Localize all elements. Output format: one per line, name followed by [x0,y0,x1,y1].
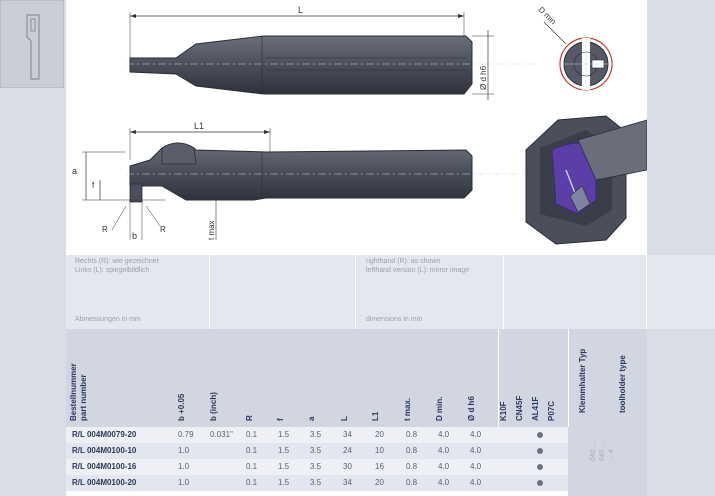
note-rotation-en2: lefthand version (L): mirror image [366,267,470,274]
cell-f: 1.5 [278,446,290,455]
cell-f: 1.5 [278,462,290,471]
cell-L1: 10 [375,446,384,455]
cell-b: 1.0 [178,446,190,455]
grade-divider-right [568,329,569,496]
header-R: R [245,415,254,421]
header-a: a [307,416,316,421]
holder-value-1: 640 ... [590,441,597,461]
cell-dh6: 4.0 [470,430,482,439]
cell-tmax: 0.8 [406,462,418,471]
cell-a: 3.5 [310,430,322,439]
header-grade-1: K10F [499,401,508,421]
cell-b: 1.0 [178,478,190,487]
cell-part: R/L 004M0100-16 [72,462,137,471]
header-grade-2: CN45F [515,395,524,421]
dim-a-label: a [72,166,77,176]
dim-dmin-label: D min [537,5,558,26]
header-grade-3: AL41F [531,396,540,421]
header-dh6: Ø d h6 [467,396,476,421]
cell-f: 1.5 [278,430,290,439]
cell-part: R/L 004M0100-20 [72,478,137,487]
cell-part: R/L 004M0079-20 [72,430,137,439]
dim-dh6-label: Ø d h6 [479,65,488,90]
holder-value-3: ... 4 [608,449,615,461]
dim-tmax-label: t max [207,220,216,240]
header-partnum-en: part number [79,374,88,421]
right-sidebar [647,0,715,496]
notes-cell-de [66,255,210,329]
cell-Dmin: 4.0 [438,430,450,439]
cell-f: 1.5 [278,478,290,487]
notes-cell-en [356,255,504,329]
cell-R: 0.1 [246,478,258,487]
cell-R: 0.1 [246,430,258,439]
cell-tmax: 0.8 [406,478,418,487]
dim-b-label: b [132,231,137,241]
grade-dot-icon [537,464,543,470]
header-holder-en: toolholder type [618,355,627,413]
dim-R2-label: R [160,225,166,234]
note-dimensions-en: dimensions in mm [366,316,423,323]
dim-L1-label: L1 [194,121,204,131]
cell-dh6: 4.0 [470,462,482,471]
cell-L: 30 [343,462,352,471]
tool-type-icon [0,0,64,88]
cell-b: 0.79 [178,430,194,439]
table-row: R/L 004M0100-10 1.0 0.1 1.5 3.5 24 10 0.… [66,443,647,459]
note-dimensions-de: Abmessungen in mm [75,316,141,323]
header-tmax: t max. [403,397,412,421]
header-b-inch: b (inch) [209,392,218,421]
note-rotation-de2: Links (L): spiegelbildlich [75,267,150,274]
technical-drawing: L Ø d h6 D min L1 a f [66,0,648,255]
cell-tmax: 0.8 [406,430,418,439]
cell-a: 3.5 [310,478,322,487]
cell-dh6: 4.0 [470,478,482,487]
notes-cell-blank2 [504,255,647,329]
cell-L1: 20 [375,430,384,439]
cell-part: R/L 004M0100-10 [72,446,137,455]
notes-right-spacer [647,255,715,329]
cell-R: 0.1 [246,462,258,471]
header-Dmin: D min. [435,396,444,421]
cell-L: 34 [343,478,352,487]
header-grade-4: P07C [547,400,556,421]
cell-Dmin: 4.0 [438,446,450,455]
cell-dh6: 4.0 [470,446,482,455]
header-L: L [340,416,349,421]
cell-a: 3.5 [310,462,322,471]
cell-a: 3.5 [310,446,322,455]
header-partnum-de: Bestellnummer [69,363,78,421]
note-rotation-de: Rechts (R): wie gezeichnet [75,258,159,265]
note-rotation-en: righthand (R): as shown [366,258,441,265]
cell-L: 24 [343,446,352,455]
header-b-tol: b +0.05 [177,393,186,421]
header-holder-de: Klemmhalter Typ [578,348,587,413]
grade-dot-icon [537,448,543,454]
grade-dot-icon [537,432,543,438]
dim-L-label: L [298,5,303,15]
table-header: Bestellnummer part number b +0.05 b (inc… [66,329,647,427]
cell-Dmin: 4.0 [438,462,450,471]
table-row: R/L 004M0100-16 1.0 0.1 1.5 3.5 30 16 0.… [66,459,647,475]
cell-tmax: 0.8 [406,446,418,455]
dim-f-label: f [92,181,95,190]
holder-type-cell: 640 ... 645 ... ... 4 [568,427,647,496]
header-f: f [276,418,285,421]
holder-value-2: 645 ... [599,441,606,461]
cell-L1: 16 [375,462,384,471]
dim-R-label: R [102,225,108,234]
grade-divider-left [498,329,499,496]
cell-L1: 20 [375,478,384,487]
notes-band: Rechts (R): wie gezeichnet Links (L): sp… [66,255,647,329]
cell-L: 34 [343,430,352,439]
notes-cell-blank1 [210,255,356,329]
cell-R: 0.1 [246,446,258,455]
table-row: R/L 004M0100-20 1.0 0.1 1.5 3.5 34 20 0.… [66,475,647,491]
cell-b-inch: 0.031" [210,430,233,439]
table-row: R/L 004M0079-20 0.79 0.031" 0.1 1.5 3.5 … [66,427,647,443]
cell-Dmin: 4.0 [438,478,450,487]
header-L1: L1 [371,411,380,421]
grade-dot-icon [537,480,543,486]
cell-b: 1.0 [178,462,190,471]
